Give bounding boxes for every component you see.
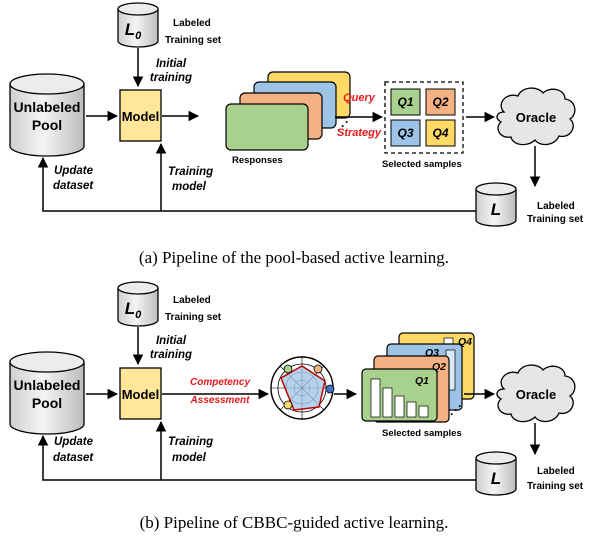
selected-samples-label-b: Selected samples bbox=[382, 428, 462, 439]
l-symbol: L bbox=[491, 200, 501, 219]
arrow-update-dataset-b bbox=[37, 434, 476, 481]
svg-text:Q4: Q4 bbox=[458, 336, 472, 348]
training-model-line1: Training bbox=[168, 166, 213, 178]
labeled-training-set-l0-cylinder: L0 bbox=[117, 2, 159, 48]
responses-stack: . . . bbox=[225, 71, 351, 151]
l-symbol-b: L bbox=[491, 469, 501, 488]
q4-tile: Q4 bbox=[425, 119, 456, 147]
unlabeled-pool-line1: Unlabeled bbox=[14, 99, 81, 115]
unlabeled-pool-cylinder-b: Unlabeled Pool bbox=[9, 351, 85, 435]
initial-training-line1: Initial bbox=[156, 58, 187, 70]
diagram-a: L0 Labeled Training set Initial training… bbox=[9, 2, 584, 267]
svg-text:Q2: Q2 bbox=[432, 95, 448, 109]
svg-text:Q4: Q4 bbox=[432, 126, 448, 140]
initial-training-line2-b: training bbox=[150, 349, 192, 361]
q3-tile: Q3 bbox=[390, 119, 421, 147]
query-strategy-line1: Query bbox=[343, 92, 376, 104]
oracle-label-b: Oracle bbox=[516, 387, 556, 402]
labeled-bottom-line1: Labeled bbox=[537, 201, 575, 212]
unlabeled-pool-cylinder: Unlabeled Pool bbox=[9, 73, 85, 157]
svg-text:Q1: Q1 bbox=[415, 375, 429, 387]
oracle-label: Oracle bbox=[516, 110, 556, 125]
l0-symbol: L0 bbox=[125, 20, 142, 42]
competency-line1: Competency bbox=[190, 377, 250, 388]
unlabeled-pool-line1-b: Unlabeled bbox=[14, 377, 81, 393]
selected-samples-frame bbox=[384, 81, 464, 154]
labeled-label-line2: Training set bbox=[165, 35, 222, 46]
update-dataset-line2-b: dataset bbox=[53, 452, 94, 464]
training-model-line2: model bbox=[172, 181, 207, 193]
labeled-label-line1: Labeled bbox=[173, 18, 211, 29]
caption-a: (a) Pipeline of the pool-based active le… bbox=[139, 248, 449, 267]
unlabeled-pool-line2: Pool bbox=[32, 117, 62, 133]
competency-radar-icon bbox=[270, 356, 335, 420]
caption-b: (b) Pipeline of CBBC-guided active learn… bbox=[140, 513, 449, 532]
model-box bbox=[119, 89, 162, 142]
training-model-line2-b: model bbox=[172, 452, 207, 464]
unlabeled-pool-line2-b: Pool bbox=[32, 395, 62, 411]
oracle-cloud bbox=[496, 87, 576, 146]
competency-line2: Assessment bbox=[190, 395, 251, 406]
update-dataset-line2: dataset bbox=[53, 180, 94, 192]
update-dataset-line1: Update bbox=[54, 165, 94, 177]
labeled-bottom-line1-b: Labeled bbox=[537, 466, 575, 477]
selected-cards-stack: Q4 Q3 Q2 Q1 . . . bbox=[361, 332, 475, 423]
query-strategy-line2: Strategy bbox=[337, 127, 382, 139]
labeled-bottom-line2-b: Training set bbox=[527, 481, 584, 492]
labeled-training-set-l-cylinder: L bbox=[475, 182, 517, 227]
responses-label: Responses bbox=[232, 155, 283, 166]
labeled-label-line2-b: Training set bbox=[165, 312, 222, 323]
svg-text:.: . bbox=[341, 116, 344, 130]
update-dataset-line1-b: Update bbox=[54, 436, 94, 448]
model-label: Model bbox=[122, 109, 160, 124]
arrow-update-dataset bbox=[37, 156, 476, 212]
svg-text:Q1: Q1 bbox=[397, 95, 413, 109]
initial-training-line2: training bbox=[150, 72, 192, 84]
svg-text:Q3: Q3 bbox=[397, 126, 413, 140]
responses-ellipsis: . bbox=[337, 120, 340, 134]
svg-text:.: . bbox=[454, 400, 457, 414]
diagram-b: L0 Labeled Training set Initial training… bbox=[9, 281, 584, 532]
oracle-cloud-b bbox=[496, 364, 576, 423]
model-box-b bbox=[119, 367, 162, 420]
labeled-bottom-line2: Training set bbox=[527, 214, 584, 225]
svg-text:.: . bbox=[345, 112, 348, 126]
model-label-b: Model bbox=[122, 387, 160, 402]
initial-training-line1-b: Initial bbox=[156, 335, 187, 347]
selected-samples-label: Selected samples bbox=[382, 159, 462, 170]
training-model-line1-b: Training bbox=[168, 436, 213, 448]
labeled-training-set-l0-cylinder-b: L0 bbox=[117, 281, 159, 327]
labeled-training-set-l-cylinder-b: L bbox=[475, 451, 517, 496]
q1-tile: Q1 bbox=[390, 88, 421, 116]
labeled-label-line1-b: Labeled bbox=[173, 295, 211, 306]
l0-symbol-b: L0 bbox=[125, 299, 142, 321]
svg-text:.: . bbox=[450, 404, 453, 418]
svg-text:.: . bbox=[458, 396, 461, 410]
q2-tile: Q2 bbox=[425, 88, 456, 116]
card-q1: Q1 bbox=[361, 368, 438, 422]
